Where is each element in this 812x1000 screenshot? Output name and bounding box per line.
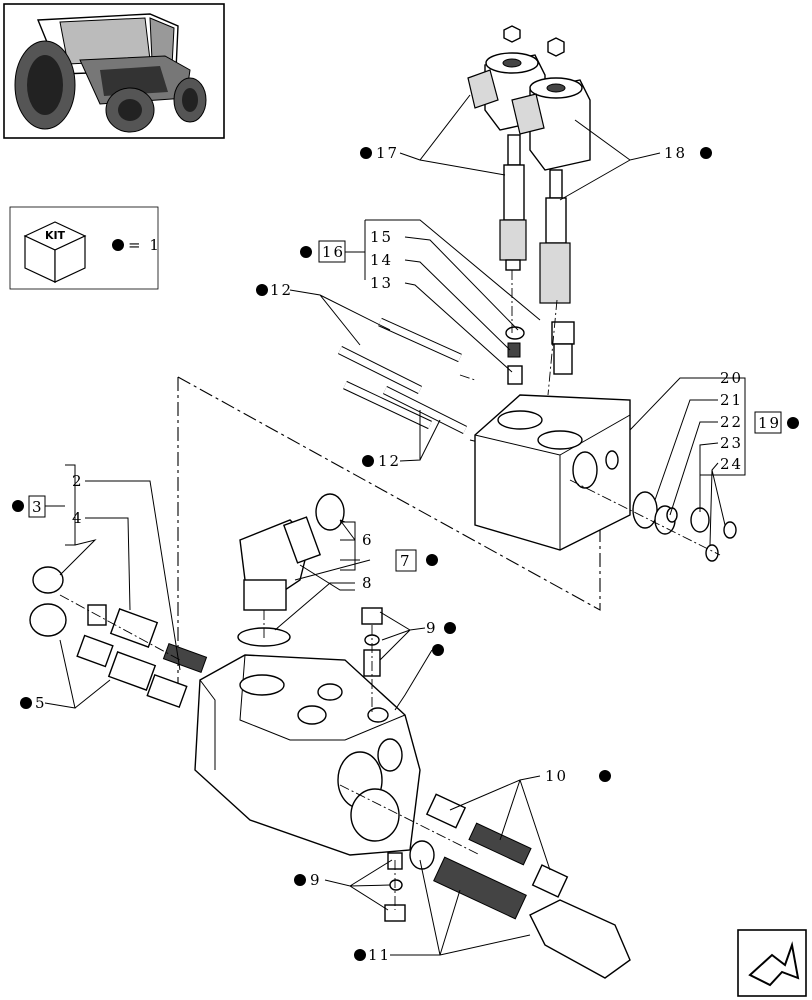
svg-text:2: 2 bbox=[72, 472, 84, 490]
callout-9-bottom: 9 bbox=[294, 871, 322, 889]
svg-text:19: 19 bbox=[758, 414, 781, 432]
callout-2: 2 bbox=[72, 472, 84, 490]
svg-text:18: 18 bbox=[664, 144, 687, 162]
callout-3: 3 bbox=[12, 495, 46, 518]
svg-text:9: 9 bbox=[426, 619, 438, 637]
callout-9-top: 9 bbox=[426, 619, 456, 656]
kit-box-icon: KIT bbox=[23, 221, 87, 283]
callout-10: 10 bbox=[545, 767, 611, 785]
next-page-arrow-icon bbox=[748, 941, 800, 987]
svg-text:12: 12 bbox=[270, 281, 293, 299]
callout-12-bottom: 12 bbox=[362, 452, 401, 470]
svg-text:16: 16 bbox=[322, 243, 345, 261]
svg-text:13: 13 bbox=[370, 274, 393, 292]
svg-text:21: 21 bbox=[720, 391, 743, 409]
svg-text:9: 9 bbox=[310, 871, 322, 889]
svg-text:10: 10 bbox=[545, 767, 568, 785]
tractor-thumbnail[interactable] bbox=[3, 3, 225, 139]
callout-6: 6 bbox=[362, 531, 374, 549]
callout-7: 7 bbox=[395, 549, 438, 572]
svg-text:5: 5 bbox=[35, 694, 47, 712]
svg-text:8: 8 bbox=[362, 574, 374, 592]
callout-23: 23 bbox=[720, 434, 743, 452]
svg-text:6: 6 bbox=[362, 531, 374, 549]
svg-text:15: 15 bbox=[370, 228, 393, 246]
callout-5: 5 bbox=[20, 694, 47, 712]
callout-14: 14 bbox=[370, 251, 393, 269]
svg-text:7: 7 bbox=[400, 552, 412, 570]
tractor-icon bbox=[14, 13, 207, 133]
svg-text:4: 4 bbox=[72, 509, 84, 527]
callout-20: 20 bbox=[720, 369, 743, 387]
kit-legend-equals: = 1 bbox=[128, 236, 161, 254]
callout-18: 18 bbox=[664, 144, 712, 162]
callout-4: 4 bbox=[72, 509, 84, 527]
callout-22: 22 bbox=[720, 413, 743, 431]
svg-text:14: 14 bbox=[370, 251, 393, 269]
next-page-button[interactable] bbox=[737, 929, 807, 997]
svg-text:17: 17 bbox=[376, 144, 399, 162]
valve-body-main bbox=[194, 654, 421, 856]
bolts-12 bbox=[337, 317, 468, 435]
svg-text:20: 20 bbox=[720, 369, 743, 387]
elbow-fitting bbox=[237, 493, 345, 647]
callout-11: 11 bbox=[354, 946, 391, 964]
kit-legend: KIT = 1 bbox=[9, 206, 161, 290]
callout-24: 24 bbox=[720, 455, 743, 473]
kit-label: KIT bbox=[45, 229, 66, 242]
svg-text:23: 23 bbox=[720, 434, 743, 452]
leader-lines bbox=[44, 94, 746, 956]
callout-21: 21 bbox=[720, 391, 743, 409]
svg-text:22: 22 bbox=[720, 413, 743, 431]
callout-16: 16 bbox=[300, 240, 346, 263]
callout-8: 8 bbox=[362, 574, 374, 592]
valve-block-upper bbox=[474, 394, 631, 551]
svg-text:12: 12 bbox=[378, 452, 401, 470]
svg-text:11: 11 bbox=[368, 946, 391, 964]
callout-19: 19 bbox=[754, 411, 799, 434]
callout-12-top: 12 bbox=[256, 281, 293, 299]
callout-13: 13 bbox=[370, 274, 393, 292]
svg-text:3: 3 bbox=[32, 498, 44, 516]
callout-15: 15 bbox=[370, 228, 393, 246]
callout-17: 17 bbox=[360, 144, 399, 162]
solenoid-18 bbox=[511, 37, 591, 304]
svg-text:24: 24 bbox=[720, 455, 743, 473]
